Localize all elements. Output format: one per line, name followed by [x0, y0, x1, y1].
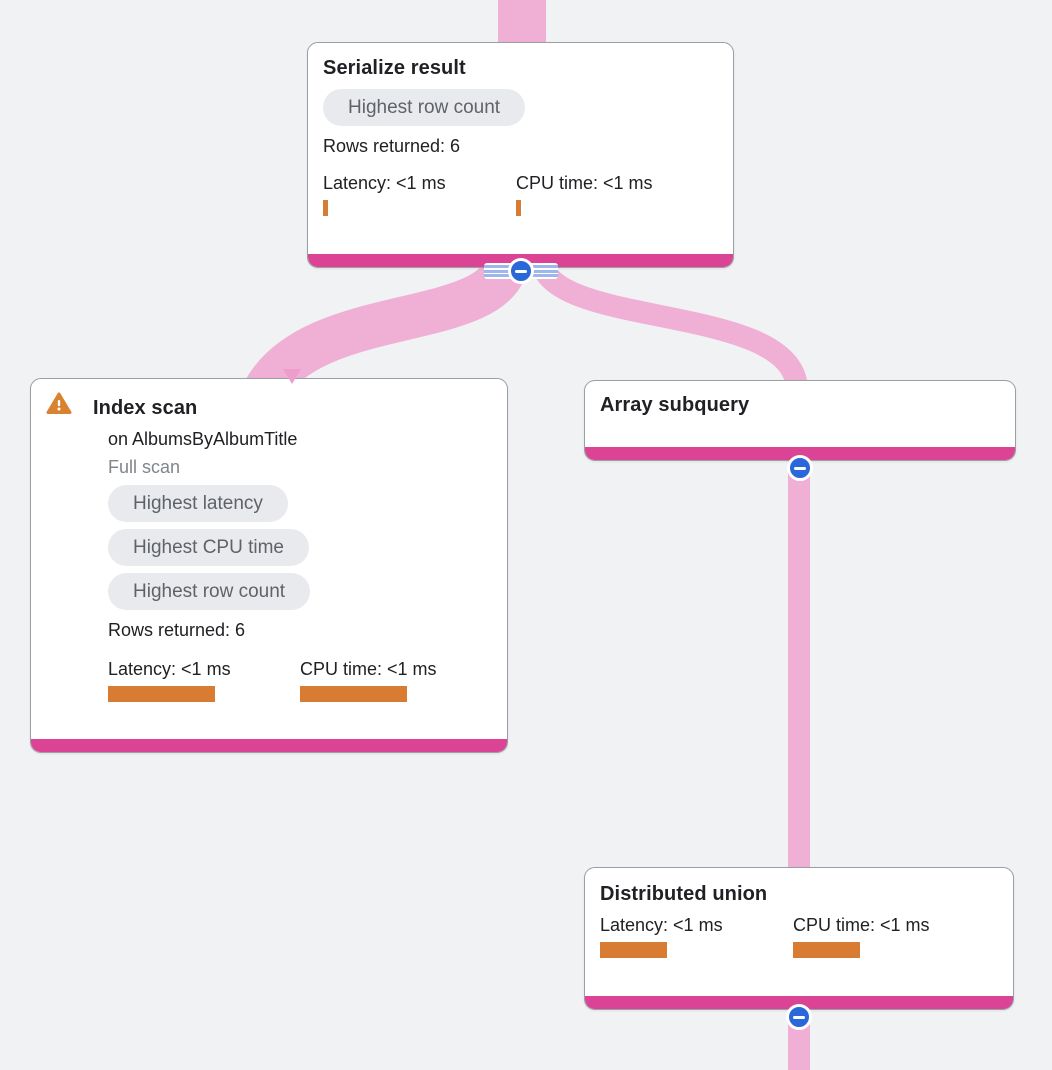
badge-highest-row-count: Highest row count	[108, 573, 311, 610]
cpu-metric: CPU time: <1 ms	[516, 173, 709, 216]
latency-metric: Latency: <1 ms	[600, 915, 793, 958]
collapse-button[interactable]	[507, 258, 534, 284]
badge-highest-latency: Highest latency	[108, 485, 288, 522]
minus-icon	[514, 269, 527, 273]
latency-bar	[323, 200, 328, 216]
cpu-time-label: CPU time: <1 ms	[793, 915, 930, 935]
latency-metric: Latency: <1 ms	[323, 173, 516, 216]
rows-returned-text: Rows returned: 6	[323, 136, 461, 156]
collapse-button[interactable]	[786, 1004, 812, 1030]
collapse-button[interactable]	[787, 455, 813, 481]
latency-metric: Latency: <1 ms	[108, 659, 300, 702]
edge-serialize-to-index-scan	[245, 254, 529, 403]
cpu-time-label: CPU time: <1 ms	[516, 173, 653, 193]
plan-node-serialize-result[interactable]: Serialize result Highest row count Rows …	[307, 42, 734, 284]
rows-returned-text: Rows returned: 6	[108, 620, 246, 640]
latency-label: Latency: <1 ms	[600, 915, 723, 935]
node-title: Serialize result	[323, 57, 466, 79]
badge-highest-cpu-time: Highest CPU time	[108, 529, 309, 566]
node-title: Array subquery	[600, 394, 750, 416]
node-title: Distributed union	[600, 883, 768, 905]
badge-highest-row-count: Highest row count	[323, 89, 526, 126]
index-name-text: on AlbumsByAlbumTitle	[108, 429, 298, 449]
plan-node-index-scan[interactable]: Index scan on AlbumsByAlbumTitle Full sc…	[30, 378, 508, 753]
node-title: Index scan	[93, 396, 198, 419]
latency-label: Latency: <1 ms	[108, 659, 231, 679]
cpu-time-bar	[516, 200, 521, 216]
full-scan-text: Full scan	[108, 457, 181, 477]
warning-icon	[46, 392, 72, 420]
latency-label: Latency: <1 ms	[323, 173, 446, 193]
node-accent-bar	[585, 996, 1013, 1009]
plan-node-array-subquery[interactable]: Array subquery	[584, 380, 1016, 481]
latency-bar	[108, 686, 215, 702]
cpu-metric: CPU time: <1 ms	[793, 915, 986, 958]
latency-bar	[600, 942, 667, 958]
edge-serialize-to-array-subquery	[530, 257, 808, 392]
cpu-metric: CPU time: <1 ms	[300, 659, 492, 702]
cpu-time-bar	[300, 686, 407, 702]
minus-icon	[794, 466, 806, 470]
minus-icon	[793, 1015, 805, 1019]
edge-arrowhead-icon	[283, 369, 301, 384]
cpu-time-label: CPU time: <1 ms	[300, 659, 437, 679]
node-accent-bar	[31, 739, 507, 752]
cpu-time-bar	[793, 942, 860, 958]
node-accent-bar	[585, 447, 1015, 460]
plan-node-distributed-union[interactable]: Distributed union Latency: <1 ms CPU tim…	[584, 867, 1014, 1030]
